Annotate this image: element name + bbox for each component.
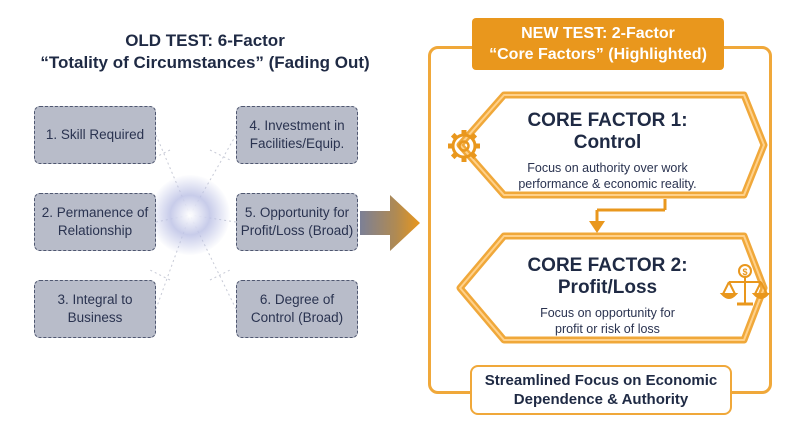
core-factor-link-arrow	[589, 199, 667, 233]
core-factor-2-heading-line2: Profit/Loss	[557, 277, 658, 298]
summary-line2: Dependence & Authority	[513, 391, 689, 408]
core-factor-1-heading-line1: CORE FACTOR 1:	[527, 110, 688, 131]
core-factor-2-desc-line1: Focus on opportunity for	[540, 306, 675, 320]
summary-box: Streamlined Focus on Economic Dependence…	[470, 365, 732, 415]
core-factor-1-desc-line2: performance & economic reality.	[518, 177, 697, 191]
core-factor-1-desc-line1: Focus on authority over work	[527, 161, 688, 175]
old-test-title-line2: “Totality of Circumstances” (Fading Out)	[40, 53, 370, 72]
old-factor-5: 5. Opportunity for Profit/Loss (Broad)	[236, 193, 358, 251]
center-glow	[150, 175, 230, 255]
old-factor-1: 1. Skill Required	[34, 106, 156, 164]
new-test-title: NEW TEST: 2-Factor “Core Factors” (Highl…	[472, 18, 724, 70]
old-test-title-line1: OLD TEST: 6-Factor	[125, 31, 285, 50]
summary-line1: Streamlined Focus on Economic	[484, 372, 718, 389]
core-factor-2: CORE FACTOR 2: Profit/Loss Focus on oppo…	[495, 255, 720, 337]
svg-text:$: $	[742, 267, 747, 277]
core-factor-1: CORE FACTOR 1: Control Focus on authorit…	[495, 110, 720, 192]
old-factor-6: 6. Degree of Control (Broad)	[236, 280, 358, 338]
new-test-title-line2: “Core Factors” (Highlighted)	[489, 46, 707, 63]
core-factor-2-heading-line1: CORE FACTOR 2:	[527, 255, 688, 276]
old-factor-3: 3. Integral to Business	[34, 280, 156, 338]
gear-icon	[448, 130, 480, 162]
old-factor-2: 2. Permanence of Relationship	[34, 193, 156, 251]
old-test-title: OLD TEST: 6-Factor “Totality of Circumst…	[20, 30, 390, 74]
core-factor-2-desc-line2: profit or risk of loss	[555, 322, 660, 336]
new-test-title-line1: NEW TEST: 2-Factor	[521, 25, 675, 42]
old-factor-4: 4. Investment in Facilities/Equip.	[236, 106, 358, 164]
core-factor-shapes: $	[448, 91, 770, 344]
core-factor-1-heading-line2: Control	[573, 132, 642, 153]
transition-arrow	[360, 195, 420, 251]
scales-icon: $	[719, 264, 770, 306]
